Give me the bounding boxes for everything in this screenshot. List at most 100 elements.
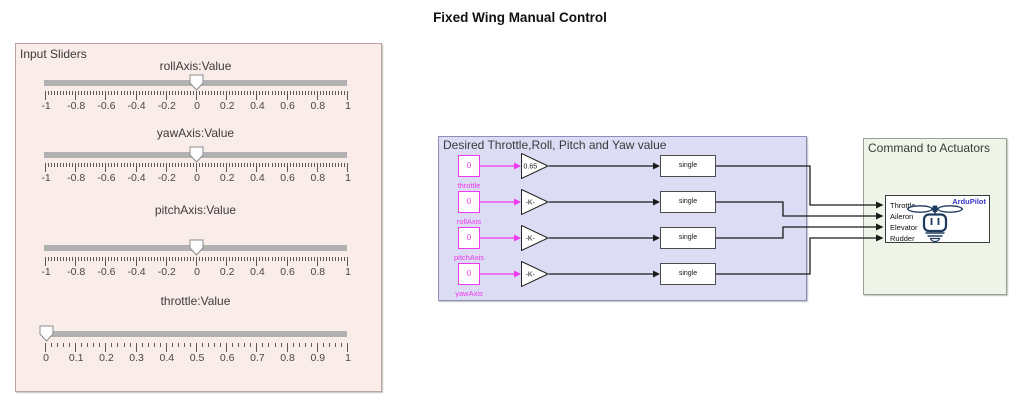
minor-tick (259, 257, 261, 261)
minor-tick (280, 343, 282, 347)
svg-text:-K-: -K- (526, 236, 536, 243)
minor-tick (274, 257, 276, 261)
minor-tick (310, 343, 312, 347)
minor-tick (111, 91, 113, 95)
minor-tick (319, 91, 321, 95)
minor-tick (211, 257, 213, 261)
minor-tick (129, 163, 131, 167)
minor-tick (247, 91, 249, 95)
minor-tick (331, 257, 333, 261)
minor-tick (174, 91, 176, 95)
minor-tick (322, 91, 324, 95)
minor-tick (271, 163, 273, 167)
tick-label: 0.4 (250, 266, 265, 278)
minor-tick (208, 343, 210, 347)
minor-tick (217, 163, 219, 167)
minor-tick (162, 91, 164, 95)
minor-tick (177, 91, 179, 95)
gain-block-throttle[interactable]: 0.65 (521, 153, 549, 179)
minor-tick (334, 343, 336, 347)
minor-tick (262, 343, 264, 347)
minor-tick (319, 163, 321, 167)
major-tick (286, 163, 288, 172)
minor-tick (177, 343, 179, 347)
constant-block-yawaxis[interactable]: 0 (458, 263, 480, 285)
tick-label: -0.2 (157, 266, 176, 278)
minor-tick (138, 163, 140, 167)
minor-tick (60, 163, 62, 167)
minor-tick (220, 91, 222, 95)
minor-tick (220, 163, 222, 167)
major-tick (347, 91, 348, 100)
tick-label: -0.4 (127, 172, 146, 184)
minor-tick (319, 257, 321, 261)
minor-tick (235, 163, 237, 167)
major-tick (45, 91, 46, 100)
gain-block-pitchaxis[interactable]: -K- (521, 225, 549, 251)
minor-tick (174, 257, 176, 261)
slider-thumb-pitchaxis[interactable] (189, 239, 204, 256)
minor-tick (189, 343, 191, 347)
minor-tick (295, 91, 297, 95)
major-tick (316, 257, 318, 266)
minor-tick (150, 163, 152, 167)
drone-icon (907, 205, 963, 243)
minor-tick (177, 257, 179, 261)
gain-block-rollaxis[interactable]: -K- (521, 189, 549, 215)
svg-text:0.65: 0.65 (524, 164, 538, 171)
minor-tick (280, 91, 282, 95)
minor-tick (54, 91, 56, 95)
minor-tick (63, 163, 65, 167)
datatype-block-pitchaxis[interactable]: single (660, 227, 716, 249)
slider-thumb-throttle[interactable] (39, 325, 54, 342)
minor-tick (72, 91, 74, 95)
minor-tick (126, 163, 128, 167)
tick-label: -0.2 (157, 100, 176, 112)
minor-tick (301, 91, 303, 95)
tick-label: 0.2 (219, 100, 235, 112)
tick-label: 0.8 (310, 100, 326, 112)
datatype-block-yawaxis[interactable]: single (660, 263, 716, 285)
minor-tick (202, 343, 204, 347)
gain-block-yawaxis[interactable]: -K- (521, 261, 549, 287)
datatype-block-throttle[interactable]: single (660, 155, 716, 177)
slider-thumb-rollaxis[interactable] (189, 74, 204, 91)
minor-tick (343, 257, 345, 261)
minor-tick (138, 257, 140, 261)
minor-tick (159, 163, 161, 167)
minor-tick (51, 343, 53, 347)
major-tick (256, 91, 258, 100)
minor-tick (96, 163, 98, 167)
tick-label: -0.6 (97, 100, 116, 112)
tick-label: 0.4 (250, 100, 265, 112)
minor-tick (129, 343, 131, 347)
tick-label: 0 (194, 172, 200, 184)
minor-tick (192, 163, 194, 167)
minor-tick (87, 163, 89, 167)
tick-label: -1 (41, 100, 51, 112)
datatype-block-rollaxis[interactable]: single (660, 191, 716, 213)
constant-block-rollaxis[interactable]: 0 (458, 191, 480, 213)
tick-label: -0.8 (67, 172, 86, 184)
minor-tick (78, 163, 80, 167)
minor-tick (283, 163, 285, 167)
slider-thumb-yawaxis[interactable] (189, 146, 204, 163)
tick-label: -0.2 (157, 172, 176, 184)
minor-tick (244, 343, 246, 347)
constant-block-pitchaxis[interactable]: 0 (458, 227, 480, 249)
minor-tick (66, 257, 68, 261)
constant-block-throttle[interactable]: 0 (458, 155, 480, 177)
minor-tick (325, 163, 327, 167)
minor-tick (337, 257, 339, 261)
minor-tick (60, 91, 62, 95)
minor-tick (217, 257, 219, 261)
minor-tick (144, 91, 146, 95)
constant-label-yawaxis: yawAxis (455, 289, 483, 298)
slider-track-throttle[interactable] (44, 331, 347, 337)
minor-tick (132, 257, 134, 261)
slider-ticks-pitchaxis (45, 257, 348, 267)
minor-tick (331, 91, 333, 95)
minor-tick (171, 343, 173, 347)
minor-tick (274, 163, 276, 167)
